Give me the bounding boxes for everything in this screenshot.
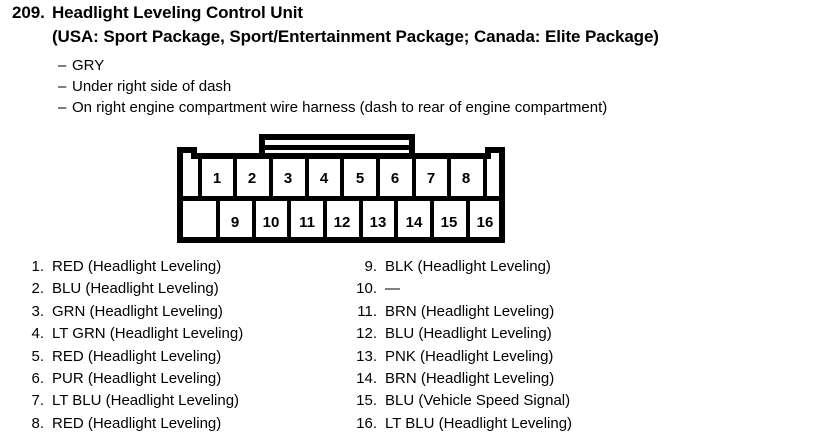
pin-description: LT GRN (Headlight Leveling) — [52, 325, 244, 343]
pin-description: GRN (Headlight Leveling) — [52, 302, 223, 320]
pin-legend-row: 15. BLU (Vehicle Speed Signal) — [345, 392, 685, 414]
pin-index: 11. — [357, 302, 377, 320]
pin-legend-row: 14. BRN (Headlight Leveling) — [345, 370, 685, 392]
pin-index: 15. — [356, 392, 377, 410]
pin-description: PUR (Headlight Leveling) — [52, 369, 222, 387]
note-line: –GRY — [58, 57, 104, 74]
pin-description: BLU (Headlight Leveling) — [385, 325, 552, 343]
connector-top-row-dividers — [198, 156, 487, 198]
pin-index: 5. — [31, 347, 44, 365]
note-dash-icon: – — [58, 57, 67, 74]
pin-legend-row: 4. LT GRN (Headlight Leveling) — [14, 325, 344, 347]
connector-bottom-row-dividers — [216, 198, 470, 240]
connector-pin-14: 14 — [406, 214, 423, 231]
pin-legend-row: 3. GRN (Headlight Leveling) — [14, 303, 344, 325]
pin-index: 14. — [356, 369, 377, 387]
connector-pin-11: 11 — [299, 214, 315, 231]
pin-legend-row: 11. BRN (Headlight Leveling) — [345, 303, 685, 325]
connector-latch — [259, 134, 415, 156]
pin-legend-row: 16. LT BLU (Headlight Leveling) — [345, 415, 685, 437]
connector-pin-15: 15 — [441, 214, 458, 231]
pin-index: 16. — [356, 414, 377, 432]
pin-index: 7. — [31, 392, 44, 410]
pin-index: 10. — [356, 280, 377, 298]
connector-pin-1: 1 — [213, 170, 221, 187]
item-number: 209. — [12, 3, 45, 22]
note-text: On right engine compartment wire harness… — [72, 99, 608, 116]
note-line: –Under right side of dash — [58, 78, 231, 95]
pin-description: RED (Headlight Leveling) — [52, 347, 222, 365]
pin-legend-right: 9. BLK (Headlight Leveling) 10. — 11. BR… — [345, 258, 685, 437]
pin-legend-row: 8. RED (Headlight Leveling) — [14, 415, 344, 437]
connector-row-divider — [180, 196, 502, 201]
connector-pin-10: 10 — [263, 214, 280, 231]
connector-diagram: 1 2 3 4 5 6 7 8 9 10 11 12 13 14 15 16 — [176, 132, 506, 244]
page-subtitle: (USA: Sport Package, Sport/Entertainment… — [52, 27, 659, 46]
note-dash-icon: – — [58, 78, 67, 95]
page-title: Headlight Leveling Control Unit — [52, 3, 303, 22]
note-dash-icon: – — [58, 99, 67, 116]
note-text: Under right side of dash — [72, 78, 232, 95]
pin-legend-row: 6. PUR (Headlight Leveling) — [14, 370, 344, 392]
pin-index: 9. — [364, 258, 377, 275]
pin-legend-row: 2. BLU (Headlight Leveling) — [14, 280, 344, 302]
pin-description: LT BLU (Headlight Leveling) — [52, 392, 240, 410]
connector-pin-3: 3 — [284, 170, 292, 187]
pin-legend-row: 10. — — [345, 280, 685, 302]
pin-index: 2. — [31, 280, 44, 298]
pin-legend-row: 13. PNK (Headlight Leveling) — [345, 348, 685, 370]
pin-index: 3. — [31, 302, 44, 320]
pin-index: 12. — [356, 325, 377, 343]
pin-index: 6. — [31, 369, 44, 387]
pin-description: BLK (Headlight Leveling) — [385, 258, 551, 275]
note-line: –On right engine compartment wire harnes… — [58, 99, 607, 116]
pin-description: — — [385, 280, 400, 298]
pin-description: BLU (Vehicle Speed Signal) — [385, 392, 571, 410]
pin-description: BRN (Headlight Leveling) — [385, 369, 555, 387]
connector-pin-9: 9 — [231, 214, 239, 231]
connector-svg: 1 2 3 4 5 6 7 8 9 10 11 12 13 14 15 16 — [177, 134, 505, 243]
connector-pin-12: 12 — [334, 214, 351, 231]
pin-description: BRN (Headlight Leveling) — [385, 302, 555, 320]
connector-pin-13: 13 — [370, 214, 387, 231]
pin-legend-row: 1. RED (Headlight Leveling) — [14, 258, 344, 280]
pin-index: 1. — [31, 258, 44, 275]
pin-index: 8. — [31, 414, 44, 432]
pin-legend-row: 5. RED (Headlight Leveling) — [14, 348, 344, 370]
pin-legend-left: 1. RED (Headlight Leveling) 2. BLU (Head… — [14, 258, 344, 437]
pin-legend-row: 7. LT BLU (Headlight Leveling) — [14, 392, 344, 414]
connector-pin-4: 4 — [320, 170, 329, 187]
connector-pin-2: 2 — [248, 170, 256, 187]
note-text: GRY — [72, 57, 105, 74]
connector-pin-6: 6 — [391, 170, 399, 187]
pin-legend-row: 9. BLK (Headlight Leveling) — [345, 258, 685, 280]
pin-description: LT BLU (Headlight Leveling) — [385, 414, 573, 432]
connector-pin-5: 5 — [356, 170, 364, 187]
pin-description: RED (Headlight Leveling) — [52, 258, 222, 275]
pin-description: RED (Headlight Leveling) — [52, 414, 222, 432]
pin-description: BLU (Headlight Leveling) — [52, 280, 219, 298]
connector-pin-8: 8 — [462, 170, 470, 187]
connector-pin-16: 16 — [477, 214, 494, 231]
connector-pin-7: 7 — [427, 170, 435, 187]
pin-index: 4. — [31, 325, 44, 343]
pin-legend-row: 12. BLU (Headlight Leveling) — [345, 325, 685, 347]
pin-index: 13. — [356, 347, 377, 365]
pin-description: PNK (Headlight Leveling) — [385, 347, 554, 365]
